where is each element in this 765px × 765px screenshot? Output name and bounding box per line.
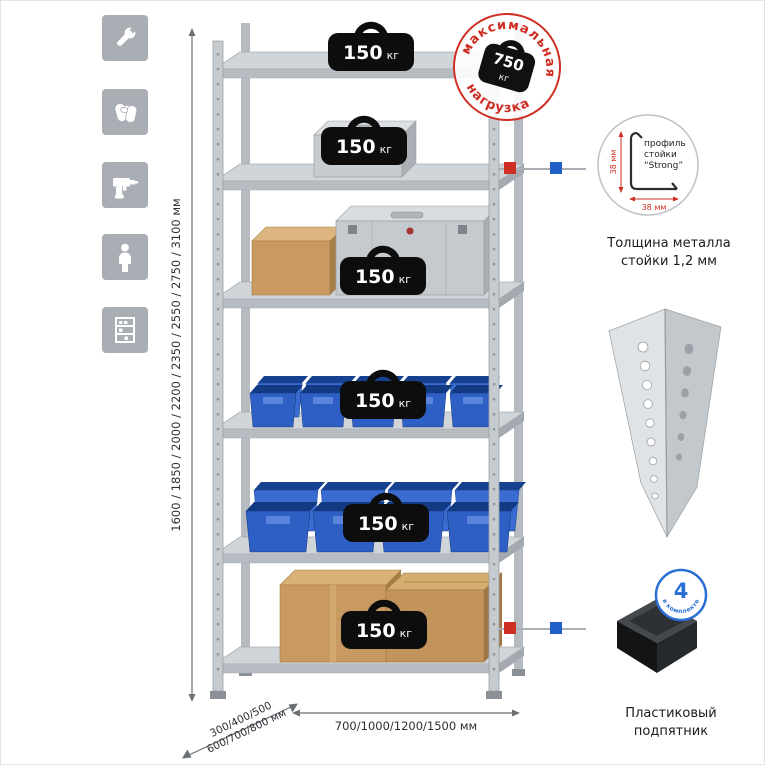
kit-count-badge: 4 в комплекте — [654, 568, 708, 622]
feature-icon-gloves — [102, 89, 148, 135]
person-icon — [119, 243, 131, 272]
detail-connector-bottom — [498, 628, 586, 630]
max-load-stamp: максимальная нагрузка 750 кг — [453, 5, 570, 124]
svg-text:стойки: стойки — [644, 150, 677, 160]
depth-dimension-line — [182, 703, 298, 759]
height-dimension-label: 1600 / 1850 / 2000 / 2200 / 2350 / 2550 … — [169, 198, 183, 532]
feature-icon-wrench — [102, 15, 148, 61]
width-dimension-line — [292, 709, 520, 717]
post-profile-detail: 38 мм 38 мм профиль стойки “Strong” — [597, 114, 699, 216]
drill-icon — [113, 178, 138, 199]
cardboard-boxes-bottom — [279, 569, 503, 663]
cardboard-box-small — [251, 226, 345, 296]
foot-caption-line1: Пластиковый — [625, 706, 717, 721]
angle-post-photo — [608, 308, 722, 539]
profile-caption-line2: стойки 1,2 мм — [621, 254, 717, 270]
detail-connector-top — [498, 168, 586, 170]
feature-icon-drill — [102, 162, 148, 208]
feature-icon-rack — [102, 307, 148, 353]
weight-icon: 750 кг — [478, 40, 536, 93]
foot-caption-line2: подпятник — [633, 724, 709, 740]
feature-icon-person — [102, 234, 148, 280]
wrench-icon — [117, 25, 138, 46]
gloves-icon — [115, 103, 138, 123]
rack-icon — [115, 317, 135, 343]
svg-text:38 мм: 38 мм — [609, 150, 618, 175]
width-dimension-label: 700/1000/1200/1500 мм — [334, 719, 478, 733]
foot-caption: Пластиковый подпятник — [591, 705, 751, 741]
marker-blue-top — [550, 162, 562, 174]
svg-text:“Strong”: “Strong” — [644, 161, 683, 171]
svg-text:38 мм: 38 мм — [642, 203, 667, 212]
svg-text:профиль: профиль — [644, 139, 686, 149]
svg-text:кг: кг — [497, 72, 510, 84]
height-dimension-line — [188, 28, 196, 702]
profile-caption: Толщина металла стойки 1,2 мм — [587, 235, 751, 271]
marker-red-top — [504, 162, 516, 174]
profile-caption-line1: Толщина металла — [607, 236, 731, 251]
svg-text:4: 4 — [674, 579, 689, 603]
marker-red-bottom — [504, 622, 516, 634]
marker-blue-bottom — [550, 622, 562, 634]
